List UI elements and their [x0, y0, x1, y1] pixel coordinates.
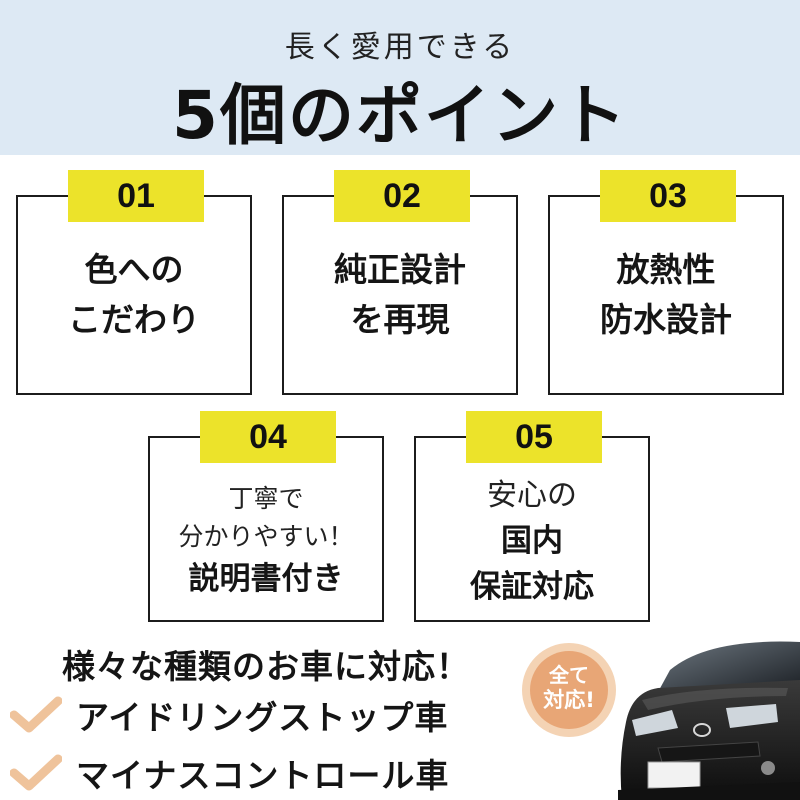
all-supported-stamp: 全て 対応!: [522, 643, 616, 737]
point-number-badge: 04: [200, 411, 336, 463]
compatibility-item-minus-control: マイナスコントロール車: [10, 748, 449, 798]
point-line: こだわり: [68, 300, 200, 339]
compatibility-heading: 様々な種類のお車に対応！: [62, 647, 470, 686]
point-line: 丁寧で: [228, 484, 304, 513]
check-icon: [10, 696, 62, 733]
stamp-inner: 全て 対応!: [530, 651, 608, 729]
compatibility-label: マイナスコントロール車: [76, 756, 450, 795]
point-line: 説明書付き: [188, 561, 344, 597]
point-line: 保証対応: [470, 569, 594, 605]
point-line: 色への: [84, 250, 184, 289]
point-line: 純正設計: [334, 250, 466, 289]
point-line: 国内: [501, 523, 563, 559]
point-number-badge: 03: [600, 170, 736, 222]
check-icon: [10, 754, 62, 791]
header-banner: 長く愛用できる 5個のポイント: [0, 0, 800, 155]
point-line: を再現: [350, 300, 450, 339]
point-text: 丁寧で 分かりやすい！ 説明書付き: [150, 480, 382, 602]
point-card-05: 05 安心の 国内 保証対応: [414, 411, 650, 622]
point-line: 安心の: [487, 478, 577, 513]
compatibility-item-idling-stop: アイドリングストップ車: [10, 690, 448, 740]
header-title: 5個のポイント: [172, 77, 628, 154]
point-text: 放熱性 防水設計: [550, 245, 782, 345]
point-card-04: 04 丁寧で 分かりやすい！ 説明書付き: [148, 411, 384, 622]
header-subtitle: 長く愛用できる: [284, 30, 516, 65]
point-line: 防水設計: [600, 300, 732, 339]
stamp-text-line1: 全て: [549, 663, 589, 687]
point-number-badge: 05: [466, 411, 602, 463]
point-text: 純正設計 を再現: [284, 245, 516, 345]
point-number-badge: 02: [334, 170, 470, 222]
point-line: 分かりやすい！: [178, 522, 354, 551]
point-text: 色への こだわり: [18, 245, 250, 345]
point-card-02: 02 純正設計 を再現: [282, 170, 518, 395]
compatibility-label: アイドリングストップ車: [76, 698, 449, 737]
car-photo: [618, 641, 800, 800]
point-card-01: 01 色への こだわり: [16, 170, 252, 395]
point-line: 放熱性: [616, 250, 716, 289]
stamp-text-line2: 対応!: [543, 688, 595, 712]
point-card-03: 03 放熱性 防水設計: [548, 170, 784, 395]
point-number-badge: 01: [68, 170, 204, 222]
point-text: 安心の 国内 保証対応: [416, 474, 648, 610]
